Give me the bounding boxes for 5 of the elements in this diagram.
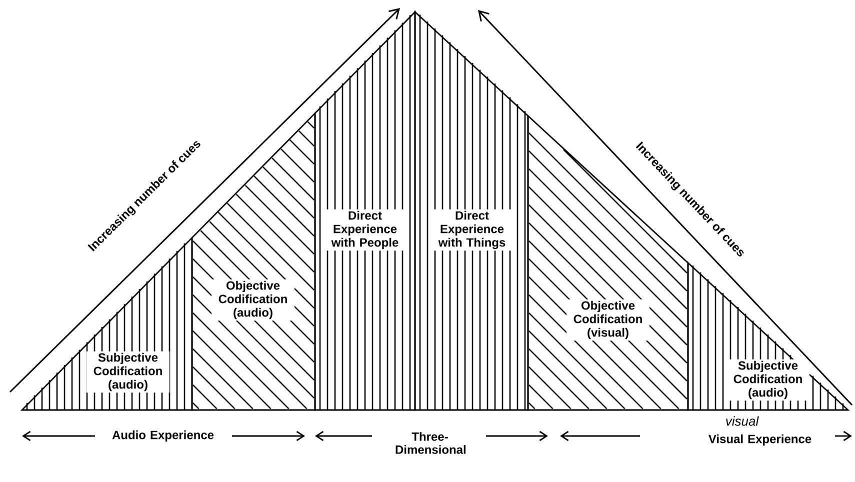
- range-label: Three-Dimensional: [396, 432, 466, 454]
- range-label: Visual Experience: [708, 434, 812, 446]
- handwritten-note: visual: [726, 416, 759, 426]
- range-label: Audio Experience: [112, 430, 214, 442]
- region-panel: Direct Experience with People: [314, 10, 416, 411]
